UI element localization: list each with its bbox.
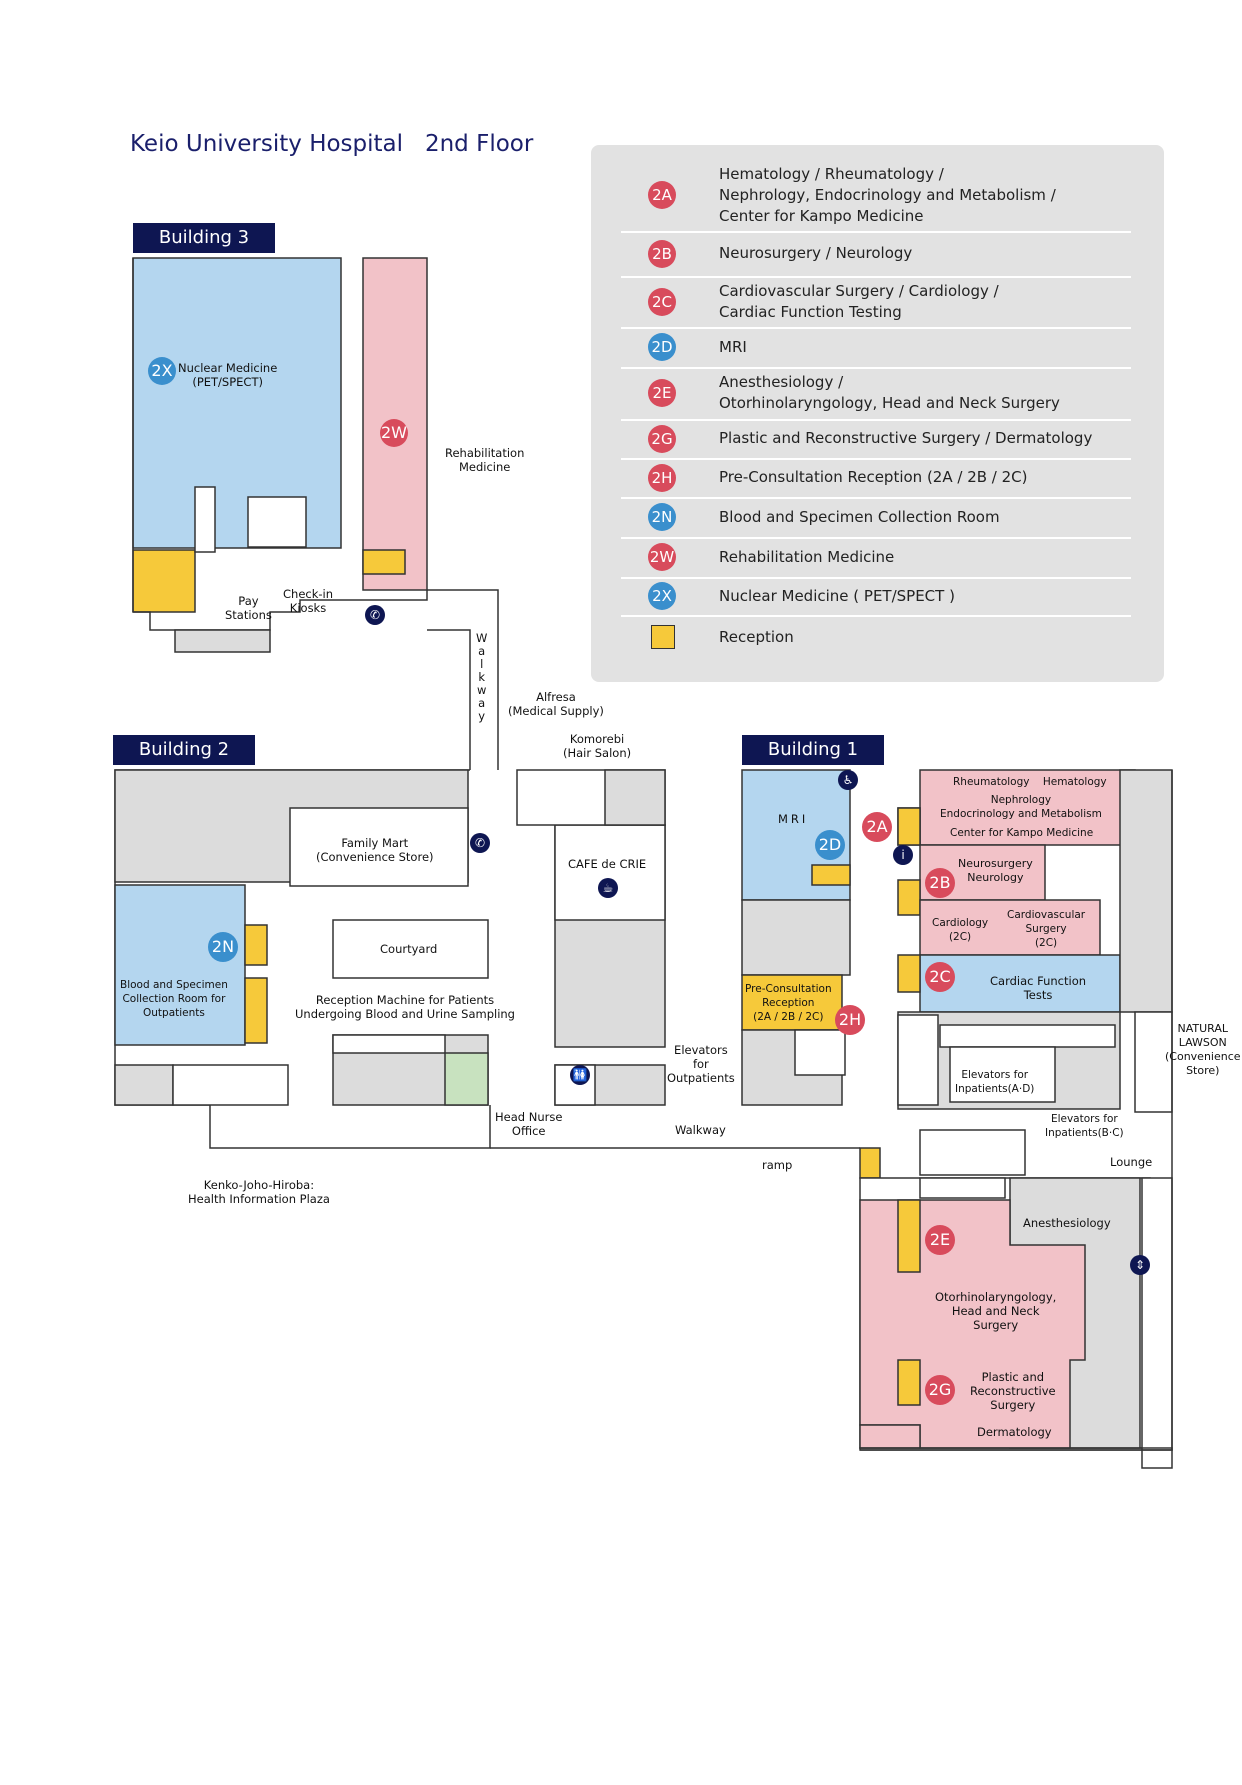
label-cafe: CAFE de CRIE: [568, 857, 647, 871]
badge-2g: 2G: [925, 1375, 955, 1405]
legend-panel: 2A Hematology / Rheumatology / Nephrology…: [591, 145, 1164, 682]
legend-text: Neurosurgery / Neurology: [719, 244, 913, 262]
label-lawson: NATURAL LAWSON (Convenience Store): [1165, 1022, 1241, 1077]
building-2-tag: Building 2: [113, 735, 255, 765]
building-1-tag: Building 1: [742, 735, 884, 765]
label-komorebi: Komorebi (Hair Salon): [563, 732, 632, 760]
elevator-icon: ⇕: [1130, 1255, 1150, 1275]
label-nuclear: Nuclear Medicine (PET/SPECT): [178, 361, 278, 389]
label-rheuma: Rheumatology Hematology: [953, 776, 1107, 788]
label-preconsult: Pre-Consultation Reception (2A / 2B / 2C…: [745, 983, 832, 1023]
legend-text: Pre-Consultation Reception (2A / 2B / 2C…: [719, 468, 1028, 486]
badge-2b: 2B: [925, 868, 955, 898]
legend-badge: 2N: [648, 503, 676, 531]
page-title: Keio University Hospital 2nd Floor: [130, 131, 534, 157]
label-alfresa: Alfresa (Medical Supply): [508, 690, 604, 718]
legend-text: MRI: [719, 337, 747, 356]
legend-badge: 2D: [648, 333, 676, 361]
legend-row-2n: 2N Blood and Specimen Collection Room: [621, 497, 1131, 539]
label-kenko: Kenko-Joho-Hiroba: Health Information Pl…: [188, 1178, 330, 1206]
label-elev-bc: Elevators for Inpatients(B·C): [1045, 1113, 1124, 1139]
badge-2w: 2W: [380, 419, 408, 447]
toilet-icon: 🚻: [570, 1065, 590, 1085]
label-checkin: Check-in Kiosks: [283, 587, 334, 615]
legend-text: Anesthesiology / Otorhinolaryngology, He…: [719, 373, 1060, 412]
legend-text: Plastic and Reconstructive Surgery / Der…: [719, 429, 1093, 447]
label-nephro: Nephrology Endocrinology and Metabolism: [940, 794, 1102, 820]
legend-badge: 2B: [648, 239, 676, 268]
legend-badge: 2H: [648, 463, 676, 492]
legend-text: Nuclear Medicine ( PET/SPECT ): [719, 586, 955, 605]
legend-badge: 2G: [648, 424, 676, 453]
legend-badge: 2W: [648, 543, 676, 571]
info-icon: i: [893, 845, 913, 865]
label-elev-ad: Elevators for Inpatients(A·D): [955, 1069, 1035, 1095]
legend-row-2b: 2B Neurosurgery / Neurology: [621, 231, 1131, 278]
label-derma: Dermatology: [977, 1425, 1052, 1439]
legend-row-2g: 2G Plastic and Reconstructive Surgery / D…: [621, 419, 1131, 460]
legend-badge: 2X: [648, 582, 676, 610]
legend-badge: 2C: [648, 287, 676, 316]
label-walkway: Walkway: [675, 1123, 726, 1137]
badge-2n: 2N: [208, 932, 238, 962]
label-ramp: ramp: [762, 1158, 793, 1172]
label-neuro: Neurosurgery Neurology: [958, 857, 1033, 884]
wheelchair-icon: ♿: [838, 770, 858, 790]
nuclear-medicine-area: [132, 257, 342, 549]
legend-row-2e: 2E Anesthesiology / Otorhinolaryngology, …: [621, 367, 1131, 421]
badge-2d: 2D: [815, 830, 845, 860]
coffee-icon: ☕: [598, 878, 618, 898]
legend-row-2c: 2C Cardiovascular Surgery / Cardiology / …: [621, 276, 1131, 329]
legend-text: Rehabilitation Medicine: [719, 547, 895, 566]
legend-row-2h: 2H Pre-Consultation Reception (2A / 2B / …: [621, 458, 1131, 499]
badge-2a: 2A: [862, 812, 892, 842]
label-courtyard: Courtyard: [380, 942, 438, 956]
legend-row-2d: 2D MRI: [621, 327, 1131, 369]
legend-text: Hematology / Rheumatology / Nephrology, …: [719, 164, 1056, 225]
label-pay: Pay Stations: [225, 594, 272, 622]
legend-row-2x: 2X Nuclear Medicine ( PET/SPECT ): [621, 577, 1131, 617]
label-plastic: Plastic and Reconstructive Surgery: [970, 1370, 1056, 1412]
legend-badge: 2A: [648, 181, 676, 209]
legend-text: Reception: [719, 627, 794, 646]
label-walkway-vertical: W a l k w a y: [476, 631, 488, 723]
label-mri: MRI: [778, 812, 809, 826]
label-kampo: Center for Kampo Medicine: [950, 827, 1094, 839]
label-blood: Blood and Specimen Collection Room for O…: [120, 979, 228, 1019]
legend-badge: 2E: [648, 379, 676, 407]
badge-2x: 2X: [148, 357, 176, 385]
label-cardiosurg: Cardiovascular Surgery (2C): [1007, 909, 1086, 949]
phone-icon: ✆: [470, 833, 490, 853]
building-3-tag: Building 3: [133, 223, 275, 253]
legend-row-2w: 2W Rehabilitation Medicine: [621, 537, 1131, 579]
label-familymart: Family Mart (Convenience Store): [316, 836, 434, 864]
legend-text: Blood and Specimen Collection Room: [719, 507, 1000, 526]
label-lounge: Lounge: [1110, 1155, 1153, 1169]
label-anesth: Anesthesiology: [1023, 1216, 1111, 1230]
label-ent: Otorhinolaryngology, Head and Neck Surge…: [935, 1290, 1057, 1332]
label-rehab: Rehabilitation Medicine: [445, 446, 525, 474]
legend-text: Cardiovascular Surgery / Cardiology / Ca…: [719, 281, 999, 321]
badge-2e: 2E: [925, 1225, 955, 1255]
phone-icon: ✆: [365, 605, 385, 625]
label-reception-machine: Reception Machine for Patients Undergoin…: [295, 993, 515, 1021]
label-elevators-outpatients: Elevators for Outpatients: [667, 1043, 735, 1085]
legend-row-2a: 2A Hematology / Rheumatology / Nephrology…: [621, 159, 1131, 233]
badge-2c: 2C: [925, 962, 955, 992]
legend-row-reception: Reception: [621, 615, 1131, 659]
label-head-nurse: Head Nurse Office: [495, 1110, 563, 1138]
badge-2h: 2H: [835, 1005, 865, 1035]
label-cardiac-tests: Cardiac Function Tests: [990, 974, 1087, 1002]
label-cardiology: Cardiology (2C): [932, 917, 989, 943]
legend-badge: [651, 625, 675, 649]
